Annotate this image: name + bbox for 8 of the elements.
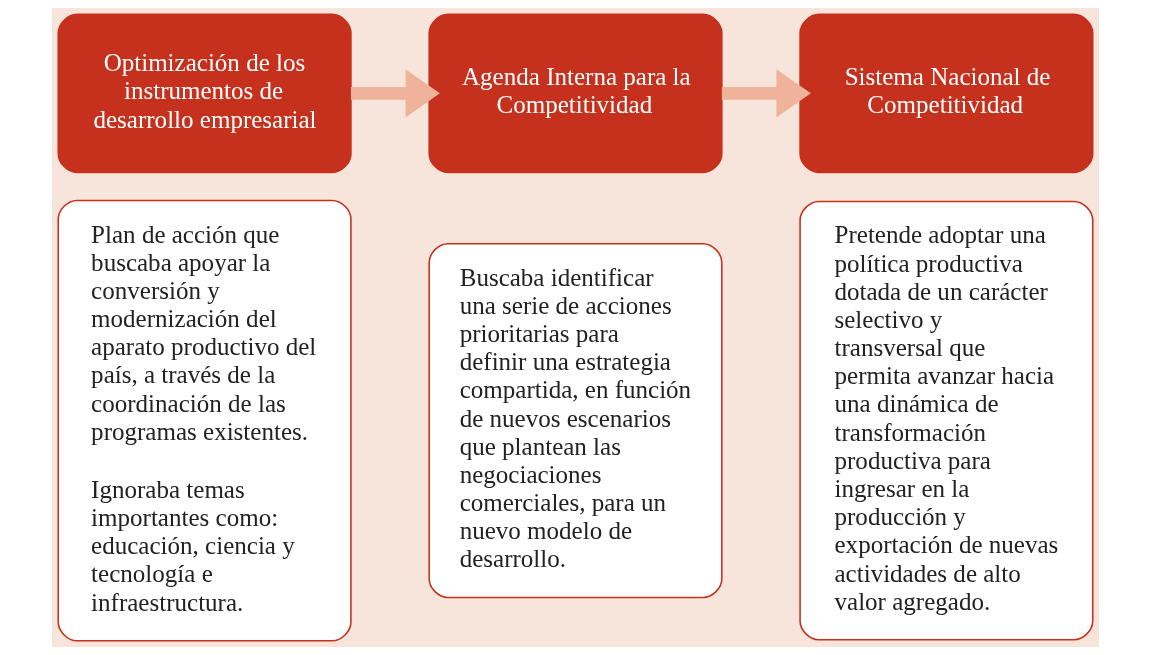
arrow (721, 69, 811, 118)
arrow (350, 69, 440, 118)
node-box: Optimización de los instrumentos de desarrollo empresarial (56, 13, 352, 174)
node-box: Plan de acción que buscaba apoyar la conversión y modernización del aparato productivo del país, a través de la coordinación de las programas existentes. Ignoraba temas importantes como: educación, ciencia y tecnología e infraestructura. (56, 199, 352, 642)
node-box: Buscaba identificar una serie de acciones prioritarias para definir una estrategia compartida, en función de nuevos escenarios que plantean las negociaciones comerciales, para un nuevo modelo de desarrollo. (427, 243, 723, 599)
node-box: Pretende adoptar una política productiva dotada de un carácter selectivo y transversal que permita avanzar hacia una dinámica de transformación productiva para ingresar en la producción y exportación de nuevas actividades de alto valor agregado. (798, 200, 1094, 641)
node-box: Agenda Interna para la Competitividad (427, 13, 723, 174)
node-box: Sistema Nacional de Competitividad (798, 13, 1094, 174)
